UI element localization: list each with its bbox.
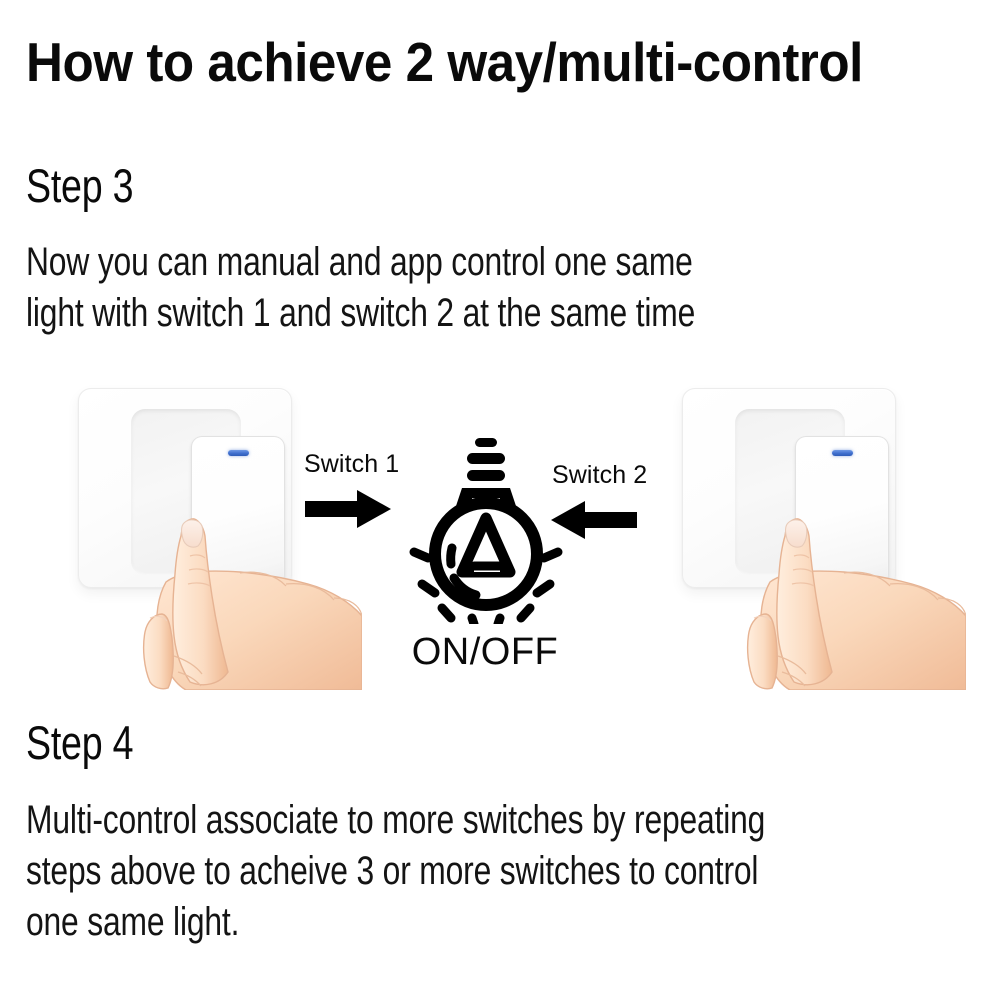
bulb-highlight-1	[446, 543, 457, 569]
switch-1-wall-plate	[78, 388, 292, 588]
thumb	[142, 613, 174, 690]
switch-1-label: Switch 1	[304, 450, 400, 478]
switch-1-recess	[131, 409, 285, 586]
thumb	[746, 613, 778, 690]
hand-crease-1	[777, 655, 807, 675]
switch-2-rocker-button[interactable]	[795, 436, 889, 586]
switch-2-recess	[735, 409, 889, 586]
switch-2-wall-plate	[682, 388, 896, 588]
switch-1-rocker-button[interactable]	[191, 436, 285, 586]
hand-palm	[156, 570, 363, 691]
switch-2-led-indicator	[832, 450, 853, 456]
step-4-body: Multi-control associate to more switches…	[26, 798, 766, 944]
step-4-heading: Step 4	[26, 716, 134, 769]
switch-2-label: Switch 2	[552, 461, 648, 489]
thumbnail	[753, 615, 772, 622]
arrow-left-icon	[551, 500, 637, 545]
light-bulb-icon	[400, 432, 572, 629]
switch-1-led-indicator	[228, 450, 249, 456]
hand-crease-2	[177, 671, 202, 687]
knuckle-line-2	[285, 582, 335, 601]
hand-crease-2	[781, 671, 806, 687]
hand-palm	[760, 570, 967, 691]
step-3-heading: Step 3	[26, 159, 134, 212]
knuckle-line-3	[937, 597, 967, 617]
switch-2-assembly[interactable]	[666, 370, 967, 691]
on-off-caption: ON/OFF	[411, 631, 559, 673]
knuckle-line-2	[889, 582, 939, 601]
step-3-body: Now you can manual and app control one s…	[26, 240, 696, 335]
hand-crease-1	[173, 655, 203, 675]
page-title: How to achieve 2 way/multi-control	[26, 31, 863, 93]
arrow-right-icon	[305, 489, 391, 534]
knuckle-line-3	[333, 597, 363, 617]
bulb-highlight-2	[449, 573, 481, 600]
bulb-rays	[409, 547, 563, 629]
thumbnail	[149, 615, 168, 622]
